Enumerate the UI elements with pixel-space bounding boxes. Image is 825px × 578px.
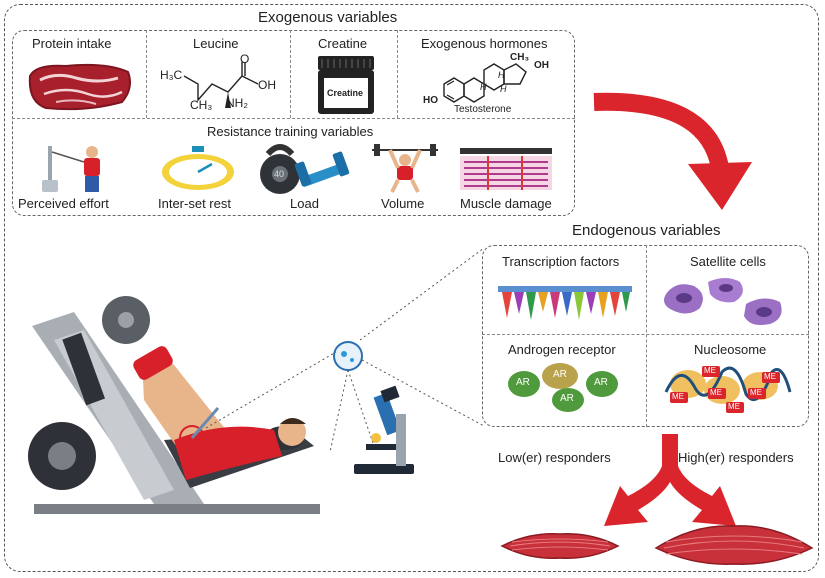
nucleosome-icon — [664, 366, 792, 413]
creatine-label: Creatine — [318, 36, 368, 51]
weightlifter-icon — [372, 144, 438, 193]
nucleosome-label: Nucleosome — [694, 342, 767, 357]
exogenous-title: Exogenous variables — [258, 9, 398, 26]
load-label: Load — [290, 196, 319, 211]
satellite-cells-icon — [664, 278, 782, 325]
testosterone-h1: H — [498, 70, 505, 80]
microscope-icon — [329, 341, 414, 474]
outer-frame — [4, 4, 819, 572]
transcription-factors-icon — [498, 286, 632, 320]
endogenous-box — [482, 245, 809, 427]
resistance-title: Resistance training variables — [207, 124, 374, 139]
kettlebell-dumbbell-icon — [260, 144, 350, 194]
me-label-6: ME — [764, 372, 776, 381]
high-responders-label: High(er) responders — [678, 450, 794, 465]
me-label-1: ME — [704, 366, 716, 375]
leucine-label: Leucine — [193, 36, 239, 51]
testosterone-ch3: CH₃ — [510, 52, 530, 63]
leucine-nh2: NH₂ — [226, 96, 248, 110]
androgen-receptor-icon — [508, 363, 618, 412]
me-label-4: ME — [728, 402, 740, 411]
leucine-ch3: CH₃ — [190, 98, 213, 112]
kettlebell-label: 40 — [274, 169, 285, 179]
leucine-structure-icon — [183, 62, 259, 108]
exogenous-box — [12, 30, 575, 216]
protein-intake-label: Protein intake — [32, 36, 112, 51]
leucine-h3c: H₃C — [160, 68, 183, 82]
androgen-receptor-label: Androgen receptor — [508, 342, 616, 357]
red-arrow-icon — [593, 92, 752, 210]
leucine-oh: OH — [258, 78, 276, 92]
transcription-factors-label: Transcription factors — [502, 254, 620, 269]
creatine-jar-label: Creatine — [327, 88, 364, 98]
divider — [290, 30, 291, 118]
low-responders-label: Low(er) responders — [498, 450, 611, 465]
creatine-jar-icon — [318, 56, 374, 114]
perceived-effort-icon — [42, 146, 100, 192]
testosterone-h3: H — [500, 84, 507, 94]
exogenous-hormones-label: Exogenous hormones — [421, 36, 548, 51]
leucine-o: O — [240, 52, 250, 66]
divider — [646, 245, 647, 427]
ar-label-2: AR — [553, 369, 567, 380]
testosterone-oh: OH — [534, 60, 549, 71]
me-label-2: ME — [672, 392, 684, 401]
split-arrow-icon — [604, 434, 736, 526]
small-muscle-icon — [500, 533, 620, 559]
steak-icon — [28, 63, 131, 111]
me-label-5: ME — [750, 388, 762, 397]
ar-label-3: AR — [594, 377, 608, 388]
satellite-cells-label: Satellite cells — [690, 254, 766, 269]
muscle-damage-label: Muscle damage — [460, 196, 552, 211]
testosterone-structure-icon — [443, 63, 527, 103]
volume-label: Volume — [381, 196, 425, 211]
testosterone-ho: HO — [423, 95, 438, 106]
large-muscle-icon — [654, 525, 814, 565]
testosterone-h2: H — [480, 82, 487, 92]
divider — [397, 30, 398, 118]
divider — [12, 118, 575, 119]
divider — [146, 30, 147, 118]
stopwatch-icon — [162, 146, 234, 190]
inter-set-rest-label: Inter-set rest — [158, 196, 231, 211]
muscle-damage-icon — [460, 148, 552, 190]
perceived-effort-label: Perceived effort — [18, 196, 109, 211]
ar-label-4: AR — [560, 393, 574, 404]
ar-label-1: AR — [516, 377, 530, 388]
divider — [482, 334, 809, 335]
me-label-3: ME — [710, 388, 722, 397]
endogenous-title: Endogenous variables — [572, 222, 721, 239]
leg-press-machine-icon — [28, 296, 320, 514]
testosterone-name: Testosterone — [454, 104, 512, 115]
